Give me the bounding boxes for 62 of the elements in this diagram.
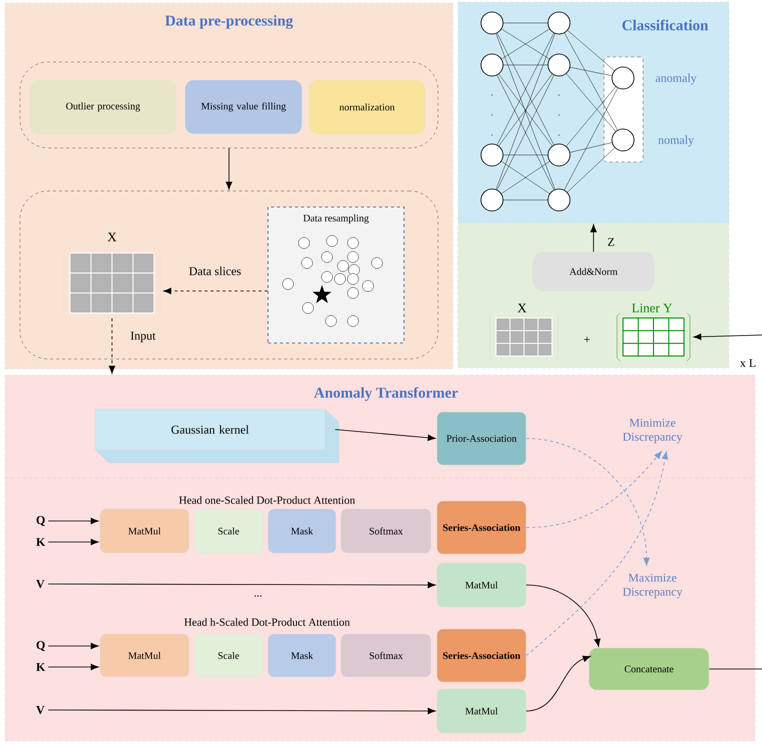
process-box: Scale [194,508,264,554]
input-symbol: V [36,580,45,588]
process-box: Add&Norm [532,252,654,292]
arrow [334,429,436,441]
matrix-label: X [518,304,526,312]
arrow [48,708,436,714]
edge-label: Z [608,238,614,246]
dashed-group-box [20,62,438,148]
process-box: Series-Association [436,628,526,682]
discrepancy-text: Minimize Discrepancy [622,418,682,444]
process-box: normalization [308,80,426,134]
process-box: Concatenate [588,648,710,690]
arrow [108,318,116,374]
matrix-label: Liner Y [632,304,672,312]
arrow [526,584,600,647]
process-box: Missing value filling [184,80,302,134]
arrow [48,664,99,670]
arrow [526,656,591,712]
input-symbol: K [36,538,46,546]
process-box: Mask [268,508,336,554]
panel-title: Classification [622,20,708,30]
process-box: Softmax [340,634,432,678]
process-box: Prior-Association [436,412,526,466]
process-box: Outlier processing [30,80,176,134]
process-box: MatMul [436,562,526,608]
process-box: Series-Association [436,500,526,554]
kernel-cuboid: Gaussian kernel [94,408,340,464]
process-box: MatMul [100,508,190,554]
arrow [48,538,99,546]
arrow [163,288,268,294]
process-box: Softmax [340,508,432,554]
discrepancy-text: Maximize Discrepancy [622,574,682,598]
panel-title: Data pre-processing [165,15,293,29]
repeat-label: x L [740,359,756,367]
arrow [526,451,668,656]
arrow [526,438,650,566]
input-symbol: Q [36,641,45,651]
panel-title: Anomaly Transformer [314,387,458,401]
edge-label: Input [130,332,156,342]
process-box: Mask [268,634,336,678]
arrow [48,518,99,524]
ellipsis: ... [254,595,262,597]
arrow [48,642,99,650]
matrix-label: X [108,232,116,242]
output-label: anomaly [656,74,697,84]
arrow [693,334,762,340]
process-box: Scale [194,634,264,678]
edge-label: Data slices [189,266,241,276]
process-box: MatMul [100,634,190,678]
input-symbol: K [36,663,46,671]
arrow [590,224,597,252]
dashed-group-box [20,190,438,360]
arrow [226,148,232,190]
arrow [48,582,436,588]
plus-sign: + [584,336,590,342]
arrow [526,451,662,528]
attention-heading: Head h-Scaled Dot-Product Attention [184,618,350,626]
input-symbol: Q [36,516,45,526]
output-label: nomaly [658,136,694,146]
attention-heading: Head one-Scaled Dot-Product Attention [179,496,355,504]
input-symbol: V [36,706,45,714]
process-box: MatMul [436,688,526,734]
